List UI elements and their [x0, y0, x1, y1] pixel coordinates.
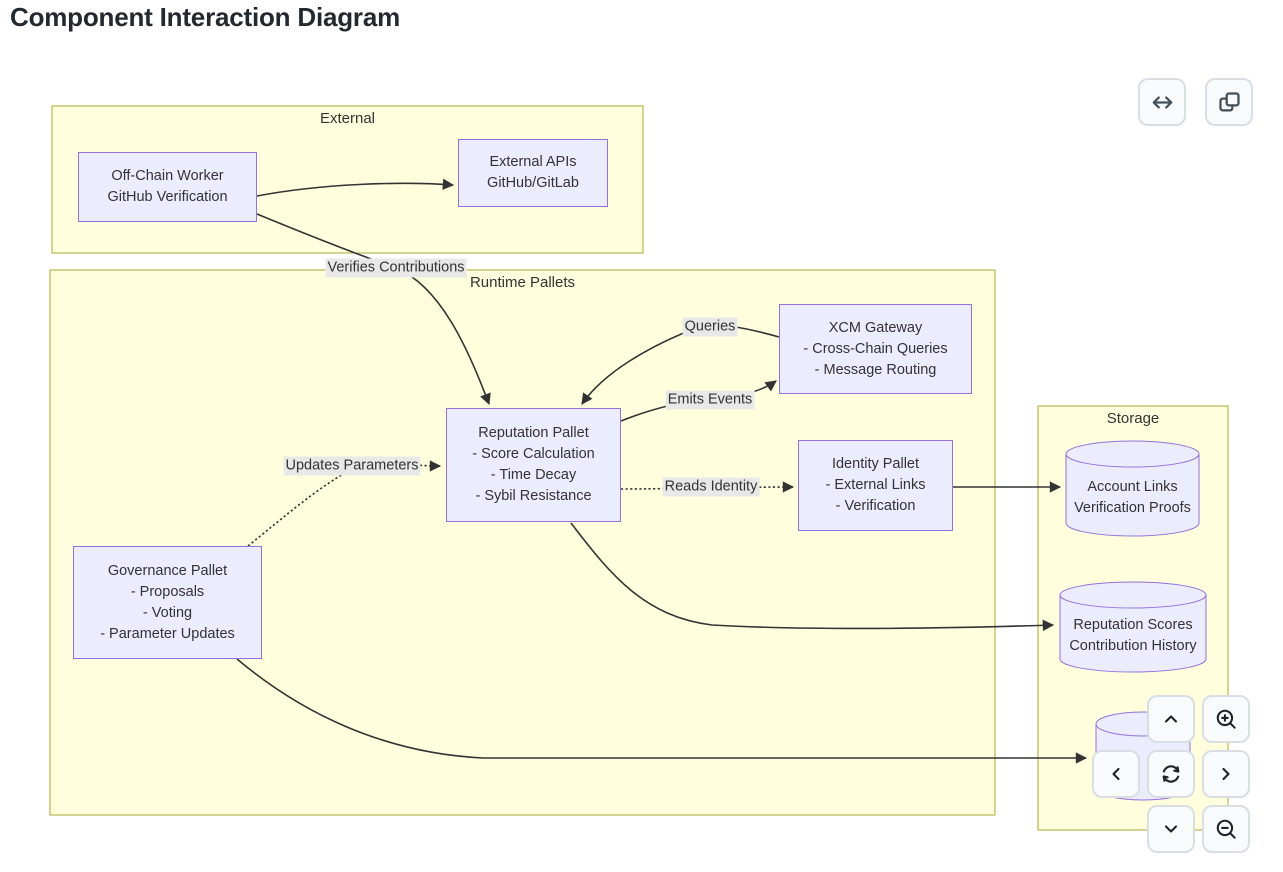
- page-title: Component Interaction Diagram: [10, 2, 401, 32]
- node-governance-pallet: Governance Pallet - Proposals - Voting - Pa…: [73, 546, 262, 659]
- copy-icon: [1218, 91, 1240, 111]
- node-line: - Verification: [835, 498, 916, 514]
- pan-up-button[interactable]: [1147, 695, 1195, 743]
- cylinder-top-reputation-scores-db: [1059, 594, 1207, 609]
- node-line: - Proposals: [130, 583, 205, 600]
- refresh-icon: [1162, 765, 1180, 783]
- pan-left-button[interactable]: [1092, 750, 1140, 798]
- node-line: External APIs: [489, 154, 577, 170]
- node-line: - Message Routing: [814, 361, 937, 378]
- cylinder-account-links-db: [1065, 440, 1200, 537]
- chevron-left-icon: [1112, 767, 1120, 781]
- node-line: - Score Calculation: [472, 446, 595, 462]
- pan-right-button[interactable]: [1202, 750, 1250, 798]
- edge-governance-to-db: [236, 658, 1088, 764]
- node-xcm-gateway: XCM Gateway - Cross-Chain Queries - Messag…: [779, 304, 972, 394]
- edge-label-reputation-to-xcm: Emits Events: [665, 390, 755, 410]
- node-line: - Cross-Chain Queries: [803, 340, 948, 357]
- chevron-up-icon: [1164, 715, 1178, 723]
- edge-label-governance-to-reputation: Updates Parameters: [283, 456, 421, 476]
- edge-label-reputation-to-identity: Reads Identity: [662, 477, 760, 497]
- node-line: Identity Pallet: [831, 456, 920, 472]
- edge-worker-to-apis: [256, 178, 455, 197]
- cluster-label-storage: Storage: [1107, 410, 1160, 427]
- fit-width-button[interactable]: [1138, 78, 1186, 126]
- node-line: GitHub/GitLab: [487, 175, 579, 191]
- cylinder-line: Reputation Scores: [1073, 617, 1193, 633]
- cylinder-reputation-scores-db: [1059, 581, 1207, 673]
- node-identity-pallet: Identity Pallet - External Links - Verific…: [798, 440, 953, 531]
- cluster-label-runtime-pallets: Runtime Pallets: [470, 274, 575, 291]
- node-line: - Voting: [142, 604, 193, 621]
- node-line: - Sybil Resistance: [475, 488, 592, 504]
- node-reputation-pallet: Reputation Pallet - Score Calculation - Ti…: [446, 408, 621, 522]
- cylinder-line: Contribution History: [1069, 638, 1197, 654]
- copy-button[interactable]: [1205, 78, 1253, 126]
- node-line: GitHub Verification: [107, 189, 228, 205]
- cluster-label-external: External: [320, 110, 375, 127]
- edge-label-worker-to-reputation: Verifies Contributions: [325, 258, 467, 278]
- arrows-horizontal-icon: [1152, 95, 1172, 109]
- zoom-out-icon: [1216, 819, 1236, 839]
- edge-reputation-to-repscores: [570, 522, 1055, 631]
- zoom-in-button[interactable]: [1202, 695, 1250, 743]
- node-line: Governance Pallet: [107, 562, 228, 579]
- node-line: Off-Chain Worker: [111, 168, 224, 184]
- cylinder-top-account-links-db: [1065, 453, 1200, 468]
- node-line: - Time Decay: [490, 467, 577, 483]
- node-line: Reputation Pallet: [478, 425, 589, 441]
- node-line: - External Links: [825, 477, 926, 493]
- zoom-out-button[interactable]: [1202, 805, 1250, 853]
- chevron-right-icon: [1222, 767, 1230, 781]
- zoom-in-icon: [1216, 709, 1236, 729]
- cylinder-line: Account Links: [1087, 478, 1178, 495]
- reset-view-button[interactable]: [1147, 750, 1195, 798]
- node-line: - Parameter Updates: [100, 625, 235, 642]
- node-line: XCM Gateway: [828, 319, 923, 336]
- cylinder-line: Verification Proofs: [1074, 499, 1191, 516]
- pan-down-button[interactable]: [1147, 805, 1195, 853]
- edge-label-xcm-to-reputation: Queries: [682, 317, 738, 337]
- chevron-down-icon: [1164, 825, 1178, 833]
